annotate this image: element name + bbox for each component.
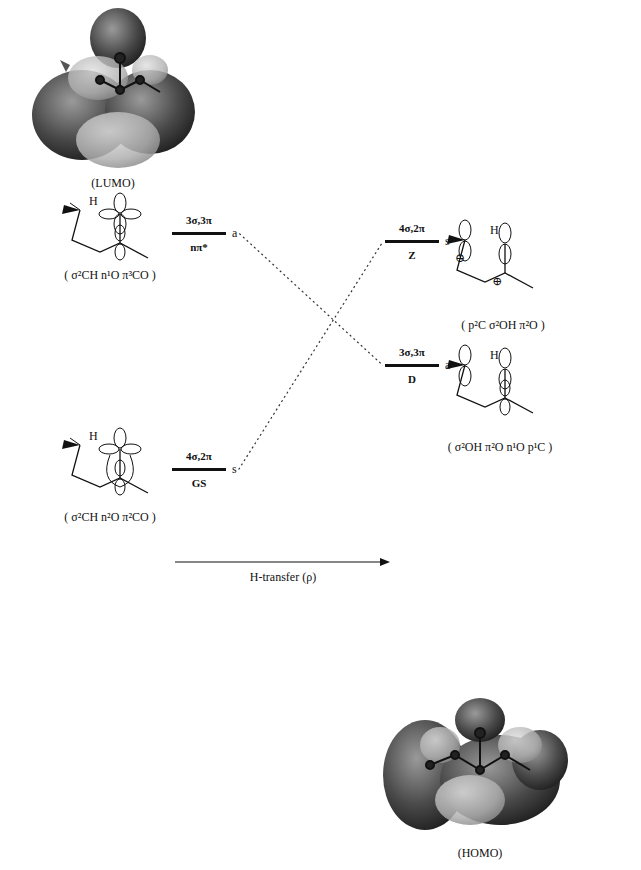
symmetry-count: 4σ,2π (172, 450, 226, 462)
caption-label: ( σ²OH π²O n¹O p¹C ) (448, 440, 553, 455)
symmetry-count: 3σ,3π (172, 214, 226, 226)
caption-label: ( p²C σ²OH π²O ) (461, 318, 544, 333)
caption-label: ⊕ (492, 274, 502, 289)
caption-label: H-transfer (ρ) (250, 570, 316, 585)
state-name: Z (385, 249, 439, 261)
energy-level: 4σ,2πZs (385, 222, 450, 261)
caption-label: (LUMO) (91, 176, 134, 191)
homo-orbital (383, 698, 568, 830)
zwitterion-structure (447, 220, 533, 288)
ground-state-structure (62, 428, 148, 495)
caption-label: H (89, 429, 98, 444)
symmetry-label: a (445, 358, 450, 373)
caption-label: H (89, 194, 98, 209)
energy-level: 3σ,3π nπ* a (172, 214, 237, 253)
caption-label: H (490, 348, 499, 363)
correlation-line (239, 242, 383, 470)
level-line (385, 240, 439, 243)
symmetry-label: s (232, 462, 237, 477)
caption-label: ⊖ (455, 251, 465, 266)
state-name: nπ* (172, 241, 226, 253)
state-name: D (385, 373, 439, 385)
symmetry-label: a (232, 226, 237, 241)
symmetry-count: 4σ,2π (385, 222, 439, 234)
symmetry-label: s (445, 234, 450, 249)
caption-label: (HOMO) (458, 846, 503, 861)
state-name: GS (172, 477, 226, 489)
energy-level: 3σ,3πDa (385, 346, 450, 385)
caption-label: H (490, 223, 499, 238)
reaction-arrow (175, 558, 390, 566)
symmetry-count: 3σ,3π (385, 346, 439, 358)
energy-level: 4σ,2πGS s (172, 450, 237, 489)
level-line (385, 364, 439, 367)
lumo-orbital (32, 8, 195, 168)
level-line (172, 468, 226, 471)
correlation-line (239, 234, 383, 366)
caption-label: ( σ²CH n¹O π³CO ) (64, 268, 155, 283)
npi-structure (62, 193, 148, 260)
level-line (172, 232, 226, 235)
caption-label: ( σ²CH n²O π²CO ) (64, 510, 155, 525)
diradical-structure (447, 345, 533, 415)
